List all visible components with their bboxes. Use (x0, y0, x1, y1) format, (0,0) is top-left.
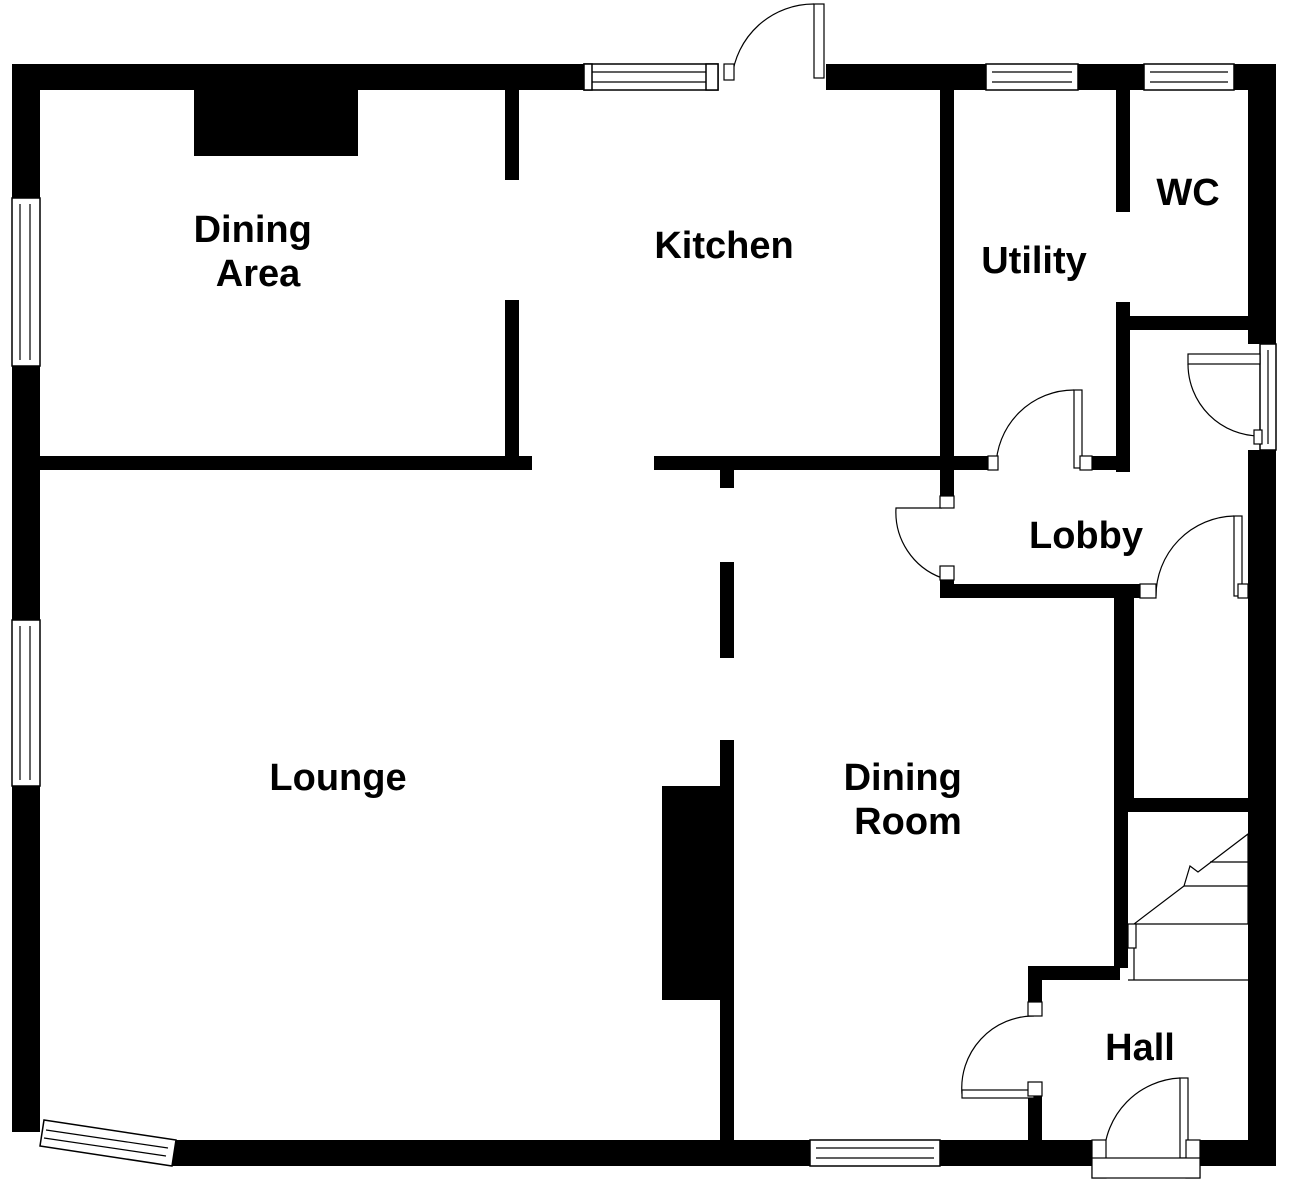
interior-walls (40, 90, 1248, 1140)
outer-wall-corner (12, 1120, 40, 1132)
outer-wall-left-a (12, 64, 40, 198)
wall-dining-kitchen-upper (505, 90, 519, 180)
door-lobby-store (1139, 515, 1249, 599)
windows (11, 63, 1277, 1167)
window-lounge-bay (39, 1119, 177, 1167)
window-lounge-left (11, 619, 41, 787)
label-lounge: Lounge (269, 757, 406, 799)
wall-lounge-dining-lower (720, 740, 734, 1140)
label-utility: Utility (981, 240, 1087, 282)
wall-utility-wc-upper (1116, 90, 1130, 212)
window-dining-area-left (11, 197, 41, 367)
label-dining-room: Dining Room (844, 757, 973, 843)
door-front-entrance (1091, 1077, 1201, 1179)
label-lobby: Lobby (1029, 515, 1143, 557)
outer-wall-left-c (12, 786, 40, 1132)
window-utility-top (985, 63, 1079, 91)
label-dining-area: Dining Area (194, 209, 323, 295)
outer-wall-top-mid (826, 64, 986, 90)
wall-lounge-dining-stub (720, 470, 734, 488)
staircase (1127, 832, 1249, 981)
window-dining-room-bottom (809, 1139, 941, 1167)
outer-wall-top-right-a (1078, 64, 1144, 90)
label-hall: Hall (1105, 1027, 1175, 1069)
door-utility-lobby (987, 389, 1093, 471)
wall-dining-kitchen-lower (505, 300, 519, 470)
wall-wc-bottom (1116, 316, 1248, 330)
wall-lobby-bottom (940, 584, 1156, 598)
wall-kitchen-lounge (654, 456, 988, 470)
door-dining-hall (961, 1001, 1043, 1099)
wall-hall-top (1028, 966, 1120, 980)
wall-hall-left-upper (1028, 966, 1042, 1002)
wall-utility-bottom-right (1092, 456, 1130, 470)
outer-wall-top-left (12, 64, 584, 90)
wall-dining-lounge (40, 456, 532, 470)
window-wc-top (1143, 63, 1235, 91)
label-wc: WC (1156, 172, 1219, 214)
wall-store-top (1128, 798, 1248, 812)
label-kitchen: Kitchen (654, 225, 793, 267)
chimney-breast-lounge (662, 786, 720, 1000)
wall-lobby-store (1128, 598, 1134, 798)
wall-lobby-left-upper (940, 470, 954, 496)
window-side-door-frame (1259, 343, 1277, 451)
door-lobby-dining (895, 495, 955, 581)
outer-wall-bottom-b (940, 1140, 1092, 1166)
door-kitchen-back (723, 3, 825, 81)
wall-lounge-dining-mid (720, 562, 734, 658)
room-labels: Dining Area Kitchen Utility WC Lobby Lou… (194, 172, 1220, 1069)
chimney-breast-dining-area (194, 90, 358, 156)
outer-wall-bottom-a (172, 1140, 810, 1166)
wall-utility-wc-lower (1116, 302, 1130, 472)
doors (723, 3, 1263, 1179)
door-side-entrance (1187, 353, 1263, 445)
outer-wall-right-b (1248, 450, 1276, 1166)
outer-wall-bottom-c (1200, 1140, 1276, 1166)
window-kitchen-top (583, 63, 719, 91)
outer-wall-left-b (12, 366, 40, 620)
wall-kitchen-utility (940, 90, 954, 470)
outer-walls (12, 64, 1276, 1166)
wall-dining-hall-vertical (1114, 598, 1128, 968)
wall-hall-left-lower (1028, 1096, 1042, 1140)
outer-wall-right-a (1248, 64, 1276, 344)
